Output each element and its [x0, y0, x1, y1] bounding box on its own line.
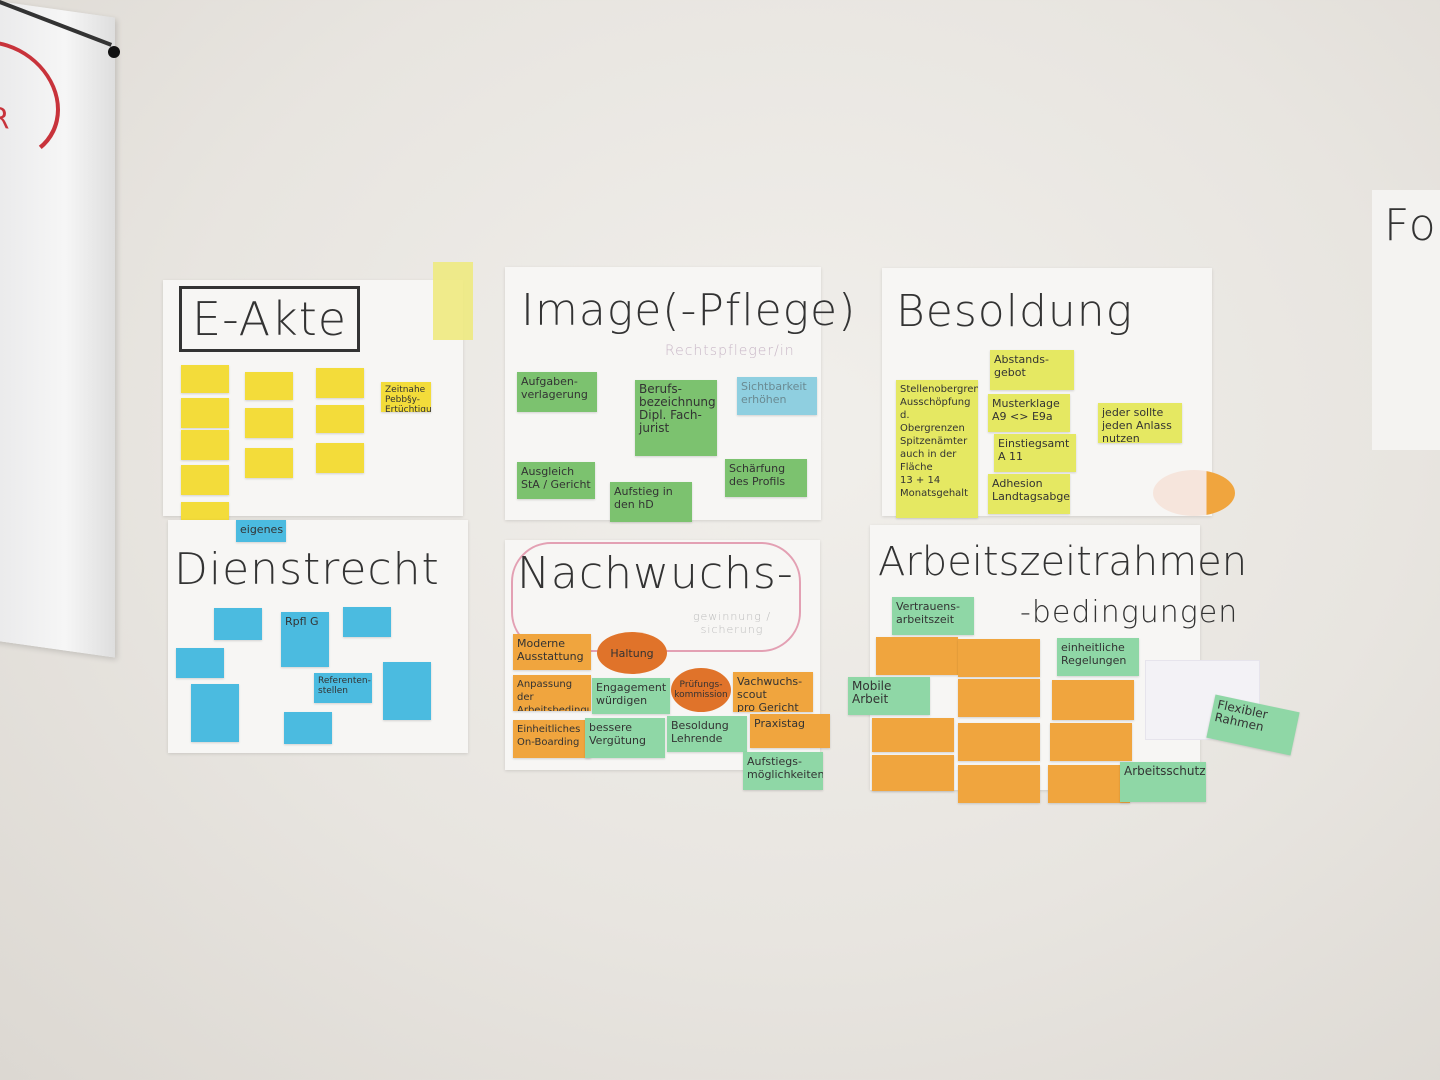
sticky-note: Referenten- stellen — [314, 673, 372, 703]
sticky-note — [343, 607, 391, 637]
sticky-note — [1048, 765, 1130, 803]
sticky-note: Mobile Arbeit — [848, 677, 930, 715]
sticky-note — [383, 662, 431, 720]
sticky-note: Berufs- bezeichnung Dipl. Fach- jurist — [635, 380, 717, 456]
poster-title: Nachwuchs- — [517, 548, 794, 599]
poster-e-akte: E-Akte Zeitnahe Pebb§y-Ertüchtigung — [163, 280, 463, 528]
sticky-note — [958, 639, 1040, 677]
sticky-note — [245, 372, 293, 400]
sticky-note: einheitliche Regelungen — [1057, 638, 1139, 676]
poster-arbeitszeitrahmen: Arbeitszeitrahmen -bedingungen Vertrauen… — [848, 525, 1247, 803]
sticky-note — [1050, 723, 1132, 761]
poster-dienstrecht: eigenes Dienstrecht Rpfl G Referenten- s… — [168, 520, 468, 753]
pole-knob — [108, 46, 120, 58]
round-card — [1153, 470, 1235, 516]
poster-nachwuchs: Nachwuchs- gewinnung / sicherung Moderne… — [505, 540, 830, 790]
sticky-note — [181, 430, 229, 460]
cloud-subtitle: gewinnung / sicherung — [692, 610, 772, 636]
sticky-note — [958, 765, 1040, 803]
sticky-note: Sichtbarkeit erhöhen — [737, 377, 817, 415]
sticky-note — [181, 365, 229, 393]
sticky-note: Engagement würdigen — [592, 678, 670, 714]
sticky-note: Arbeitsschutz — [1120, 762, 1206, 802]
sticky-note — [181, 465, 229, 495]
sticky-note — [245, 408, 293, 438]
sticky-note — [191, 684, 239, 742]
sticky-note — [872, 718, 954, 752]
sticky-note: Aufstieg in den hD — [610, 482, 692, 522]
poster-title: Image(-Pflege) — [521, 285, 857, 336]
sticky-note — [1052, 680, 1134, 720]
sticky-note: Einheitliches On-Boarding — [513, 720, 591, 758]
sticky-note — [316, 443, 364, 473]
sticky-note: Praxistag — [750, 714, 830, 748]
sticky-note — [958, 679, 1040, 717]
sticky-note — [872, 755, 954, 791]
sticky-note: Stellenobergrenzen Ausschöpfung d. Oberg… — [896, 380, 978, 518]
right-sheet-text: Fo — [1384, 200, 1437, 251]
sticky-note: Moderne Ausstattung — [513, 634, 591, 670]
flag-letter: R — [0, 100, 10, 136]
poster-image-pflege: Image(-Pflege) Rechtspfleger/in Aufgaben… — [505, 267, 855, 522]
flag-logo-arc — [0, 31, 60, 170]
loose-sticky-note — [433, 262, 473, 340]
sticky-note: Besoldung Lehrende — [667, 716, 747, 752]
sticky-note: jeder sollte jeden Anlass nutzen — [1098, 403, 1182, 443]
sticky-note: Rpfl G — [281, 612, 329, 667]
poster-title-line2: -bedingungen — [1020, 595, 1239, 630]
sticky-note: Schärfung des Profils — [725, 459, 807, 497]
sticky-note: Flexibler Rahmen — [1206, 694, 1300, 756]
sticky-note — [284, 712, 332, 744]
sticky-note: bessere Vergütung — [585, 718, 665, 758]
sticky-note: Ausgleich StA / Gericht — [517, 462, 595, 499]
poster-subtitle: Rechtspfleger/in — [665, 343, 795, 359]
sticky-note — [181, 398, 229, 428]
sticky-note — [176, 648, 224, 678]
sticky-note — [316, 405, 364, 433]
sticky-note: Aufstiegs- möglichkeiten — [743, 752, 823, 790]
banner-flag: R — [0, 0, 115, 658]
sticky-note: Aufgaben- verlagerung — [517, 372, 597, 412]
sticky-note-tag: eigenes — [236, 520, 286, 542]
oval-card: Haltung — [597, 632, 667, 674]
sticky-note: Abstands- gebot — [990, 350, 1074, 390]
oval-card: Prüfungs- kommission — [671, 668, 731, 712]
sticky-note: Vertrauens- arbeitszeit — [892, 597, 974, 635]
sticky-note — [316, 368, 364, 398]
sticky-note — [214, 608, 262, 640]
poster-title: Arbeitszeitrahmen — [878, 539, 1248, 585]
sticky-note — [245, 448, 293, 478]
sticky-note: Einstiegsamt A 11 — [994, 434, 1076, 472]
right-sheet: Fo — [1372, 190, 1440, 450]
sticky-note — [958, 723, 1040, 761]
sticky-note — [876, 637, 958, 675]
sticky-note: Vachwuchs- scout pro Gericht — [733, 672, 813, 712]
sticky-note: Musterklage A9 <> E9a — [988, 394, 1070, 432]
poster-title: Dienstrecht — [174, 544, 440, 595]
sticky-note: Adhesion Landtagsabgeord. — [988, 474, 1070, 514]
sticky-note: Anpassung der Arbeitsbedingungen — [513, 675, 591, 711]
sticky-note: Zeitnahe Pebb§y-Ertüchtigung — [381, 382, 431, 412]
poster-title: Besoldung — [896, 286, 1134, 337]
poster-title: E-Akte — [179, 286, 361, 352]
poster-besoldung: Besoldung Abstands- gebot Stellenobergre… — [882, 268, 1212, 518]
